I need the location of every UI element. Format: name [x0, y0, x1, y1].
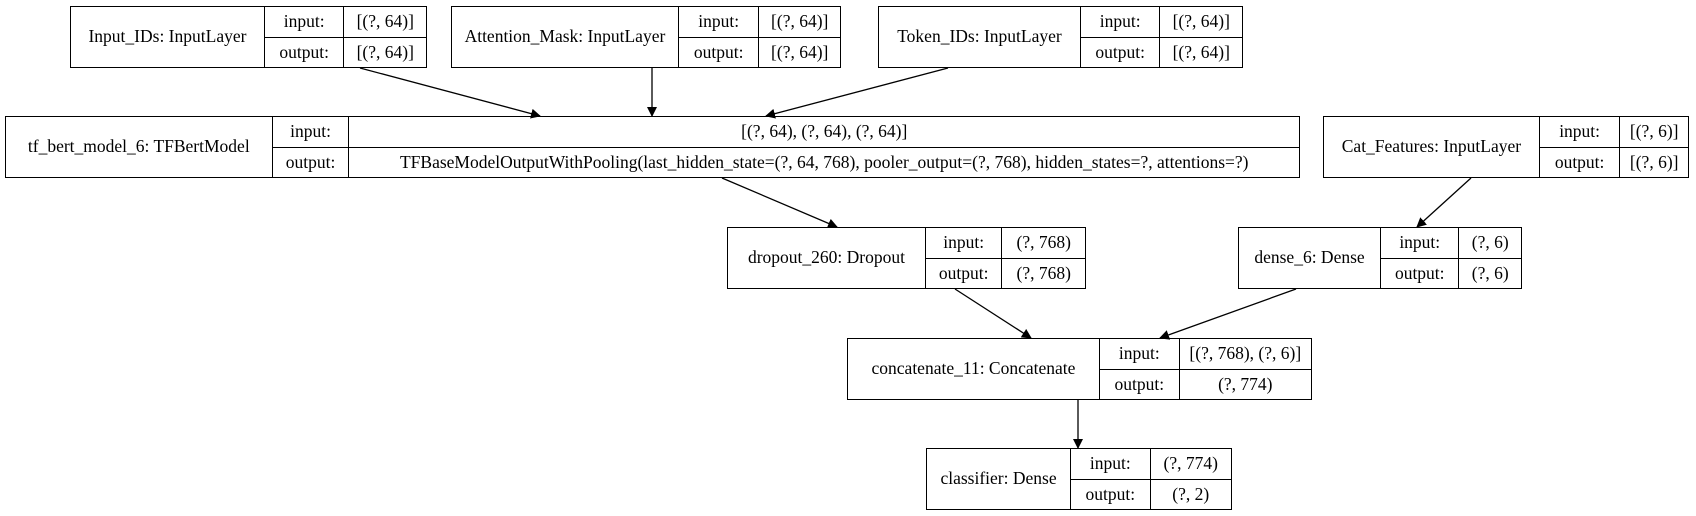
- edge-bert-to-dropout: [721, 177, 838, 229]
- node-classifier: classifier: Dense input: output: (?, 774…: [926, 448, 1232, 510]
- output-label: output:: [279, 41, 329, 62]
- output-shape: (?, 2): [1172, 483, 1210, 504]
- output-label: output:: [693, 41, 744, 62]
- input-shape: [(?, 6)]: [1620, 117, 1688, 148]
- input-shape: [(?, 64), (?, 64), (?, 64)]: [349, 117, 1299, 148]
- input-label: input:: [1071, 449, 1150, 480]
- output-shape: [(?, 6)]: [1629, 151, 1679, 172]
- output-label: output:: [1095, 41, 1145, 62]
- output-shape: (?, 774): [1218, 373, 1273, 394]
- input-label: input:: [925, 228, 1002, 259]
- node-dense-6: dense_6: Dense input: output: (?, 6) (?,…: [1238, 227, 1522, 289]
- node-title: dense_6: Dense: [1239, 228, 1382, 288]
- node-token-ids: Token_IDs: InputLayer input: output: [(?…: [878, 6, 1243, 68]
- node-title: tf_bert_model_6: TFBertModel: [6, 117, 273, 177]
- output-label: output:: [285, 151, 336, 172]
- edge-token-ids-to-bert: [765, 67, 949, 119]
- output-label: output:: [938, 262, 989, 283]
- input-shape: [(?, 64)]: [344, 7, 426, 38]
- input-label: input:: [1099, 339, 1179, 370]
- node-title: concatenate_11: Concatenate: [848, 339, 1100, 399]
- input-shape: (?, 768): [1002, 228, 1085, 259]
- output-shape: (?, 768): [1016, 262, 1071, 283]
- edge-dense6-to-concatenate: [1159, 288, 1297, 340]
- output-shape: (?, 6): [1471, 262, 1509, 283]
- input-label: input:: [678, 7, 759, 38]
- output-label: output:: [1114, 373, 1165, 394]
- node-title: classifier: Dense: [927, 449, 1072, 509]
- output-label: output:: [1085, 483, 1136, 504]
- input-label: input:: [1381, 228, 1459, 259]
- input-shape: [(?, 768), (?, 6)]: [1179, 339, 1312, 370]
- edge-input-ids-to-bert: [359, 67, 541, 119]
- edge-cat-features-to-dense6: [1416, 177, 1472, 228]
- node-input-ids: Input_IDs: InputLayer input: output: [(?…: [70, 6, 427, 68]
- node-cat-features: Cat_Features: InputLayer input: output: …: [1323, 116, 1689, 178]
- input-shape: [(?, 64)]: [759, 7, 840, 38]
- node-title: Token_IDs: InputLayer: [879, 7, 1081, 67]
- input-shape: (?, 6): [1459, 228, 1521, 259]
- node-title: Input_IDs: InputLayer: [71, 7, 265, 67]
- node-dropout: dropout_260: Dropout input: output: (?, …: [727, 227, 1086, 289]
- input-label: input:: [264, 7, 344, 38]
- input-shape: [(?, 64)]: [1160, 7, 1242, 38]
- output-shape: [(?, 64)]: [1172, 41, 1230, 62]
- node-tf-bert-model: tf_bert_model_6: TFBertModel input: outp…: [5, 116, 1300, 178]
- input-label: input:: [1539, 117, 1620, 148]
- output-shape: TFBaseModelOutputWithPooling(last_hidden…: [399, 151, 1249, 172]
- output-label: output:: [1554, 151, 1605, 172]
- input-shape: (?, 774): [1150, 449, 1231, 480]
- node-title: Attention_Mask: InputLayer: [452, 7, 679, 67]
- input-label: input:: [272, 117, 349, 148]
- node-attention-mask: Attention_Mask: InputLayer input: output…: [451, 6, 841, 68]
- edge-dropout-to-concatenate: [954, 288, 1032, 339]
- input-label: input:: [1080, 7, 1160, 38]
- output-shape: [(?, 64)]: [771, 41, 829, 62]
- output-shape: [(?, 64)]: [356, 41, 414, 62]
- node-concatenate: concatenate_11: Concatenate input: outpu…: [847, 338, 1312, 400]
- output-label: output:: [1394, 262, 1445, 283]
- node-title: Cat_Features: InputLayer: [1324, 117, 1540, 177]
- node-title: dropout_260: Dropout: [728, 228, 926, 288]
